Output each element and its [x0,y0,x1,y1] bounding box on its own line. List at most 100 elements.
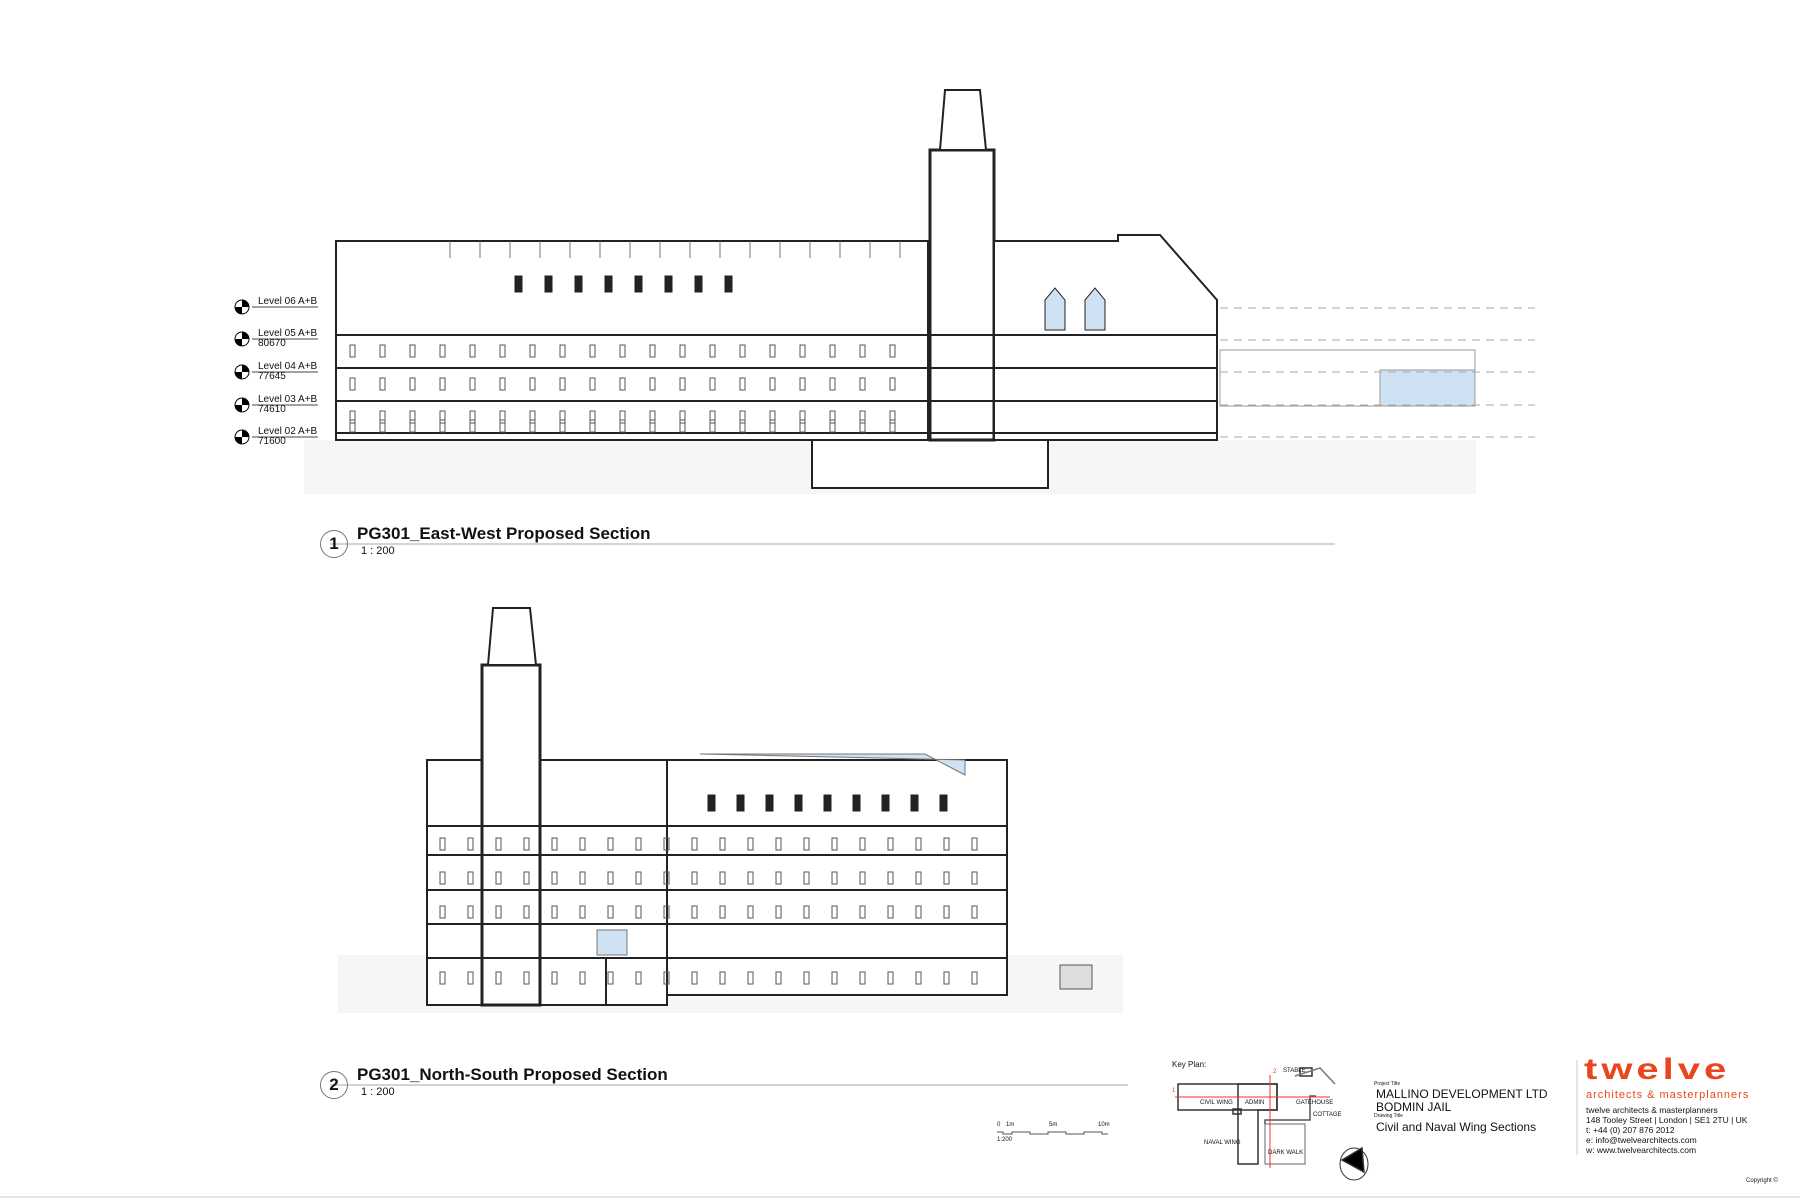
door [859,344,866,358]
firm-website[interactable]: w: www.twelvearchitects.com [1586,1145,1697,1155]
window [823,794,832,812]
door [467,971,474,985]
level-datum-icon [234,364,318,380]
door [719,905,726,919]
door [915,905,922,919]
door [803,905,810,919]
door [379,377,386,391]
door [739,377,746,391]
door [551,837,558,851]
door [831,837,838,851]
door [829,377,836,391]
window [514,275,523,293]
door [775,871,782,885]
door [349,377,356,391]
admin-wing [993,234,1218,441]
door [467,905,474,919]
firm-email[interactable]: e: info@twelvearchitects.com [1586,1135,1697,1145]
door [495,971,502,985]
firm-name: twelve architects & masterplanners [1586,1105,1718,1115]
north-arrow-icon [1339,1146,1369,1181]
door [799,344,806,358]
door [499,344,506,358]
door [469,344,476,358]
section-title-2: PG301_North-South Proposed Section [357,1065,668,1084]
door [915,871,922,885]
door [649,377,656,391]
level-name: Level 06 A+B [258,296,318,307]
door [523,905,530,919]
level-name: Level 04 A+B [258,361,318,372]
key-plan-dark-walk: DARK WALK [1268,1150,1304,1156]
door [495,837,502,851]
door [635,837,642,851]
key-plan-stable: STABLE [1283,1068,1306,1074]
window [544,275,553,293]
twelve-logo-subtitle: architects & masterplanners [1586,1089,1750,1101]
window [694,275,703,293]
window [664,275,673,293]
door [691,837,698,851]
door [619,377,626,391]
door [709,377,716,391]
door [799,419,806,433]
tower-roof-2 [486,607,538,666]
level-elevation: 71600 [258,436,286,447]
door [469,419,476,433]
project-title-label: Project Title [1374,1081,1401,1087]
door [409,344,416,358]
door [887,971,894,985]
door [803,837,810,851]
window [881,794,890,812]
door [635,871,642,885]
tower-2 [480,663,542,1007]
window [604,275,613,293]
level-elevation: 77645 [258,371,286,382]
door [663,837,670,851]
key-plan-cottage: COTTAGE [1313,1112,1342,1118]
door [663,971,670,985]
drawing-title: Civil and Naval Wing Sections [1376,1120,1537,1134]
door [551,905,558,919]
door [739,419,746,433]
copyright: Copyright © [1746,1178,1778,1184]
door [469,377,476,391]
door [769,377,776,391]
door [589,419,596,433]
level-datum-icon [234,331,318,347]
section-scale-2: 1 : 200 [361,1086,395,1098]
door [439,871,446,885]
door [769,410,776,424]
window [634,275,643,293]
door [579,871,586,885]
window [939,794,948,812]
door [971,905,978,919]
door [467,837,474,851]
door [915,971,922,985]
window [852,794,861,812]
door [887,871,894,885]
door [859,377,866,391]
door [679,377,686,391]
section-number-2: 2 [320,1071,348,1099]
door [439,410,446,424]
door [499,377,506,391]
door [859,419,866,433]
door [607,871,614,885]
roof-glazing [699,753,966,776]
door [635,905,642,919]
door [679,344,686,358]
chapel-window [1044,287,1066,331]
scale-label-1m: 1m [1006,1122,1015,1128]
door [709,419,716,433]
door [649,344,656,358]
door [559,377,566,391]
drawing-title-label: Drawing Title [1374,1113,1403,1119]
key-plan-diagram [1175,1067,1369,1181]
door [943,837,950,851]
door [379,344,386,358]
door [719,971,726,985]
level-label: Level 06 A+B [258,297,317,307]
